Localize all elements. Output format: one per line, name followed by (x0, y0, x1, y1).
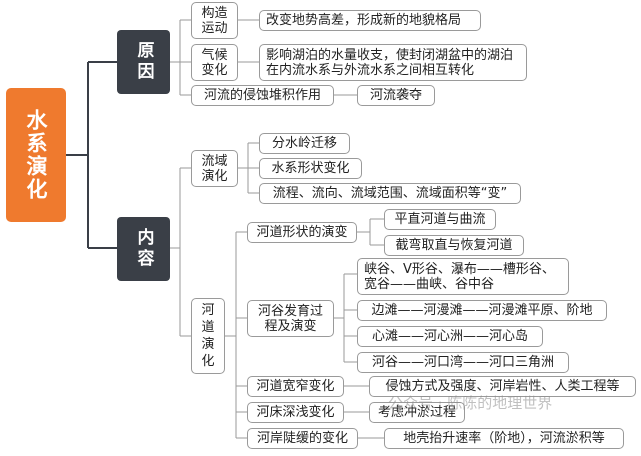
node-climate: 气候变化 (191, 44, 238, 81)
node-tectonic-label: 构造运动 (201, 5, 228, 36)
node-channel-depth-detail-text: 考虑冲淤过程 (377, 405, 456, 420)
node-climate-detail-text: 影响湖泊的水量收支，使封闭湖盆中的湖泊在内流水系与外流水系之间相互转化 (266, 47, 514, 78)
node-channel-depth-label: 河床深浅变化 (256, 405, 335, 420)
category-content-label: 内容 (133, 228, 154, 270)
node-cutoff-restore: 截弯取直与恢复河道 (384, 235, 524, 256)
node-valley-stages-4-text: 河谷——河口湾——河口三角洲 (371, 355, 554, 370)
node-bank-slope-detail: 地壳抬升速率（阶地），河流淤积等 (384, 428, 624, 449)
node-valley-development: 河谷发育过程及演变 (247, 300, 334, 337)
node-tectonic-detail-text: 改变地势高差，形成新的地貌格局 (266, 13, 462, 28)
node-straight-meander-text: 平直河道与曲流 (394, 212, 486, 227)
node-river-capture: 河流袭夺 (357, 85, 435, 106)
node-basin-change: 流程、流向、流域范围、流域面积等“变” (259, 183, 521, 204)
node-valley-stages-2: 边滩——河漫滩——河漫滩平原、阶地 (357, 300, 607, 321)
node-cutoff-restore-text: 截弯取直与恢复河道 (395, 238, 513, 253)
node-channel-width-label: 河道宽窄变化 (256, 379, 335, 394)
node-valley-stages-2-text: 边滩——河漫滩——河漫滩平原、阶地 (371, 303, 593, 318)
node-channel-evolution: 河道演化 (191, 298, 225, 374)
node-basin-change-text: 流程、流向、流域范围、流域面积等“变” (272, 186, 508, 201)
node-erosion: 河流的侵蚀堆积作用 (191, 85, 334, 106)
node-valley-stages-1: 峡谷、V形谷、瀑布——槽形谷、宽谷——曲峡、谷中谷 (357, 258, 569, 295)
root-node: 水系演化 (6, 88, 66, 222)
node-divide-migration: 分水岭迁移 (259, 133, 350, 154)
node-shape-change-text: 水系形状变化 (271, 161, 350, 176)
node-channel-depth: 河床深浅变化 (247, 402, 344, 423)
node-straight-meander: 平直河道与曲流 (384, 209, 496, 230)
node-divide-migration-text: 分水岭迁移 (271, 136, 337, 151)
node-basin-evolution-label: 流域演化 (201, 153, 228, 184)
node-channel-depth-detail: 考虑冲淤过程 (369, 402, 465, 423)
node-channel-width: 河道宽窄变化 (247, 376, 344, 397)
node-valley-stages-4: 河谷——河口湾——河口三角洲 (357, 352, 569, 373)
node-bank-slope-label: 河岸陡缓的变化 (256, 431, 348, 446)
node-channel-evolution-label: 河道演化 (201, 303, 215, 369)
node-channel-width-detail-text: 侵蚀方式及强度、河岸岩性、人类工程等 (385, 379, 620, 394)
node-channel-shape-label: 河道形状的演变 (256, 225, 348, 240)
node-valley-development-label: 河谷发育过程及演变 (257, 303, 323, 334)
node-bank-slope-detail-text: 地壳抬升速率（阶地），河流淤积等 (403, 431, 605, 446)
node-bank-slope: 河岸陡缓的变化 (247, 428, 358, 449)
category-reason-label: 原因 (133, 41, 154, 83)
category-content: 内容 (117, 217, 170, 281)
category-reason: 原因 (117, 30, 170, 94)
node-tectonic-detail: 改变地势高差，形成新的地貌格局 (259, 10, 481, 31)
node-basin-evolution: 流域演化 (191, 150, 238, 187)
node-channel-width-detail: 侵蚀方式及强度、河岸岩性、人类工程等 (369, 376, 636, 397)
node-climate-label: 气候变化 (201, 47, 228, 78)
node-valley-stages-3: 心滩——河心洲——河心岛 (357, 326, 543, 347)
node-climate-detail: 影响湖泊的水量收支，使封闭湖盆中的湖泊在内流水系与外流水系之间相互转化 (259, 44, 527, 81)
node-tectonic: 构造运动 (191, 2, 238, 39)
node-valley-stages-3-text: 心滩——河心洲——河心岛 (371, 329, 528, 344)
node-river-capture-text: 河流袭夺 (369, 88, 422, 103)
node-valley-stages-1-text: 峡谷、V形谷、瀑布——槽形谷、宽谷——曲峡、谷中谷 (364, 261, 555, 292)
watermark: 公众号 · 陈陈的地理世界 (388, 394, 553, 412)
node-shape-change: 水系形状变化 (259, 158, 362, 179)
node-channel-shape: 河道形状的演变 (247, 222, 357, 243)
root-label: 水系演化 (24, 109, 48, 201)
node-erosion-label: 河流的侵蚀堆积作用 (203, 88, 321, 103)
